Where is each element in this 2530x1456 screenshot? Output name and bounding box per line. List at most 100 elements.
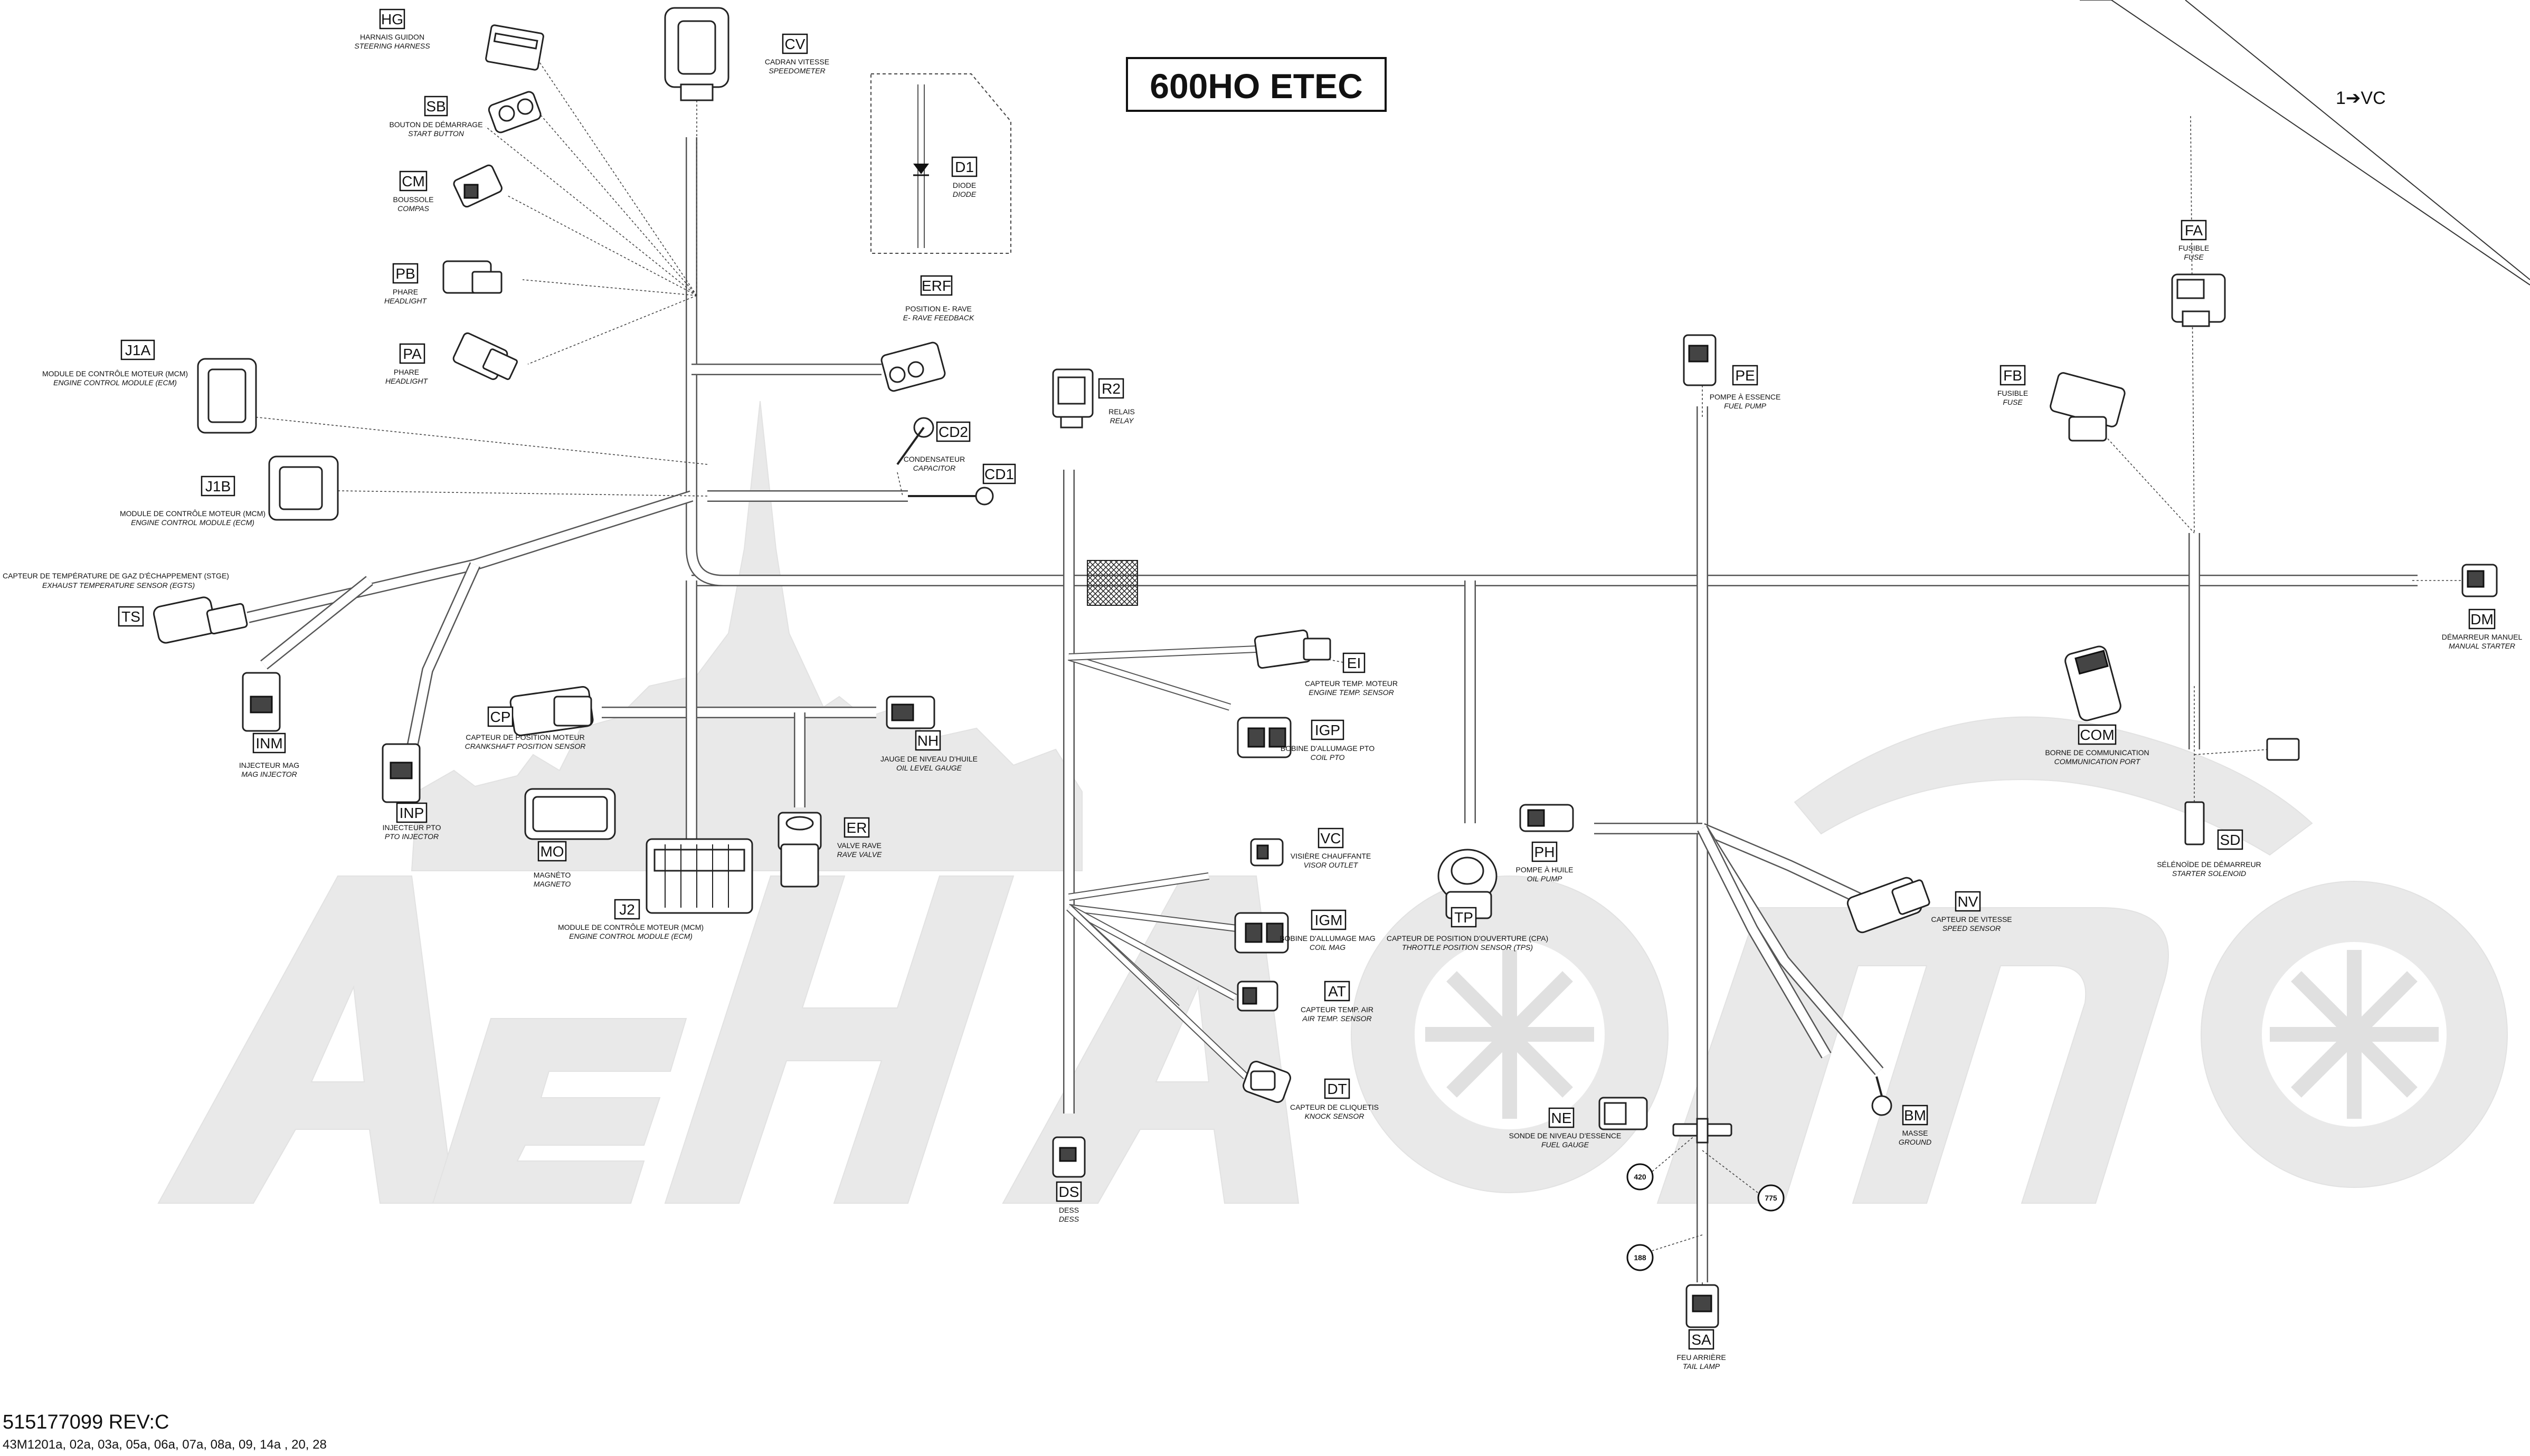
code-erf: ERF — [922, 278, 951, 294]
connector-nh-icon — [886, 696, 935, 729]
connector-vc-icon — [1250, 838, 1284, 867]
code-cv: CV — [785, 36, 806, 52]
label-tp: TP CAPTEUR DE POSITION D'OUVERTURE (CPA)… — [1387, 907, 1548, 951]
code-mo: MO — [540, 843, 564, 860]
watermark-motorcycle-body — [1794, 716, 2313, 856]
svg-text:FUSIBLE: FUSIBLE — [2178, 244, 2209, 252]
diode-enclosure — [870, 73, 1011, 254]
ref-188: 188 — [1634, 1253, 1646, 1262]
svg-text:SONDE DE NIVEAU D'ESSENCE: SONDE DE NIVEAU D'ESSENCE — [1509, 1131, 1622, 1140]
connector-inp-icon — [382, 743, 421, 803]
code-ph: PH — [1534, 844, 1555, 860]
label-cd1: CD1 — [982, 463, 1016, 484]
connector-at-icon — [1237, 981, 1278, 1012]
connector-dt-icon — [1243, 1061, 1291, 1103]
connector-pa-icon — [452, 332, 518, 380]
label-ne: NE SONDE DE NIVEAU D'ESSENCE FUEL GAUGE — [1509, 1107, 1622, 1149]
label-igp: IGP BOBINE D'ALLUMAGE PTO COIL PTO — [1281, 719, 1375, 762]
svg-text:TAIL LAMP: TAIL LAMP — [1683, 1362, 1720, 1371]
code-bm: BM — [1904, 1107, 1926, 1124]
label-sa: SA FEU ARRIÈRE TAIL LAMP — [1676, 1329, 1726, 1371]
svg-text:START BUTTON: START BUTTON — [408, 129, 465, 138]
connector-pb-icon — [442, 260, 503, 294]
illustration-list: 43M1201a, 02a, 03a, 05a, 06a, 07a, 08a, … — [3, 1438, 327, 1452]
svg-text:SÉLÉNOÏDE DE DÉMARREUR: SÉLÉNOÏDE DE DÉMARREUR — [2157, 860, 2261, 869]
fuel-passthrough-icon — [1672, 1118, 1732, 1144]
svg-text:RELAIS: RELAIS — [1108, 407, 1135, 416]
connector-fb-icon — [2050, 372, 2126, 442]
svg-text:MODULE DE CONTRÔLE MOTEUR (MCM: MODULE DE CONTRÔLE MOTEUR (MCM) — [120, 509, 266, 518]
code-fa: FA — [2185, 222, 2203, 239]
label-cv: CV CADRAN VITESSE SPEEDOMETER — [765, 33, 829, 75]
svg-text:CAPTEUR DE POSITION MOTEUR: CAPTEUR DE POSITION MOTEUR — [466, 733, 585, 741]
label-erf: ERF POSITION E- RAVE E- RAVE FEEDBACK — [903, 275, 974, 322]
connector-erf-icon — [880, 341, 946, 392]
vc-reference: 1➔VC — [2080, 0, 2530, 286]
svg-text:E- RAVE FEEDBACK: E- RAVE FEEDBACK — [903, 313, 974, 322]
label-r2: R2 RELAIS RELAY — [1098, 378, 1135, 425]
code-ei: EI — [1347, 655, 1361, 671]
label-j1a: J1A MODULE DE CONTRÔLE MOTEUR (MCM) ENGI… — [42, 339, 188, 387]
label-at: AT CAPTEUR TEMP. AIR AIR TEMP. SENSOR — [1301, 981, 1373, 1023]
connector-cv-icon — [664, 7, 729, 101]
connector-dm-icon — [2461, 564, 2498, 597]
code-igp: IGP — [1315, 722, 1340, 738]
svg-text:PHARE: PHARE — [394, 368, 419, 376]
svg-text:DIODE: DIODE — [953, 181, 976, 189]
svg-text:EXHAUST TEMPERATURE SENSOR (EG: EXHAUST TEMPERATURE SENSOR (EGTS) — [42, 581, 195, 589]
svg-text:BOUTON DE DÉMARRAGE: BOUTON DE DÉMARRAGE — [389, 120, 482, 129]
svg-text:JAUGE DE NIVEAU D'HUILE: JAUGE DE NIVEAU D'HUILE — [880, 755, 978, 763]
reference-circles: 420 775 188 — [1626, 1163, 1785, 1271]
svg-text:CAPTEUR DE POSITION D'OUVERTUR: CAPTEUR DE POSITION D'OUVERTURE (CPA) — [1387, 934, 1548, 943]
code-nv: NV — [1958, 893, 1978, 910]
svg-text:MASSE: MASSE — [1902, 1129, 1928, 1137]
connector-inm-icon — [242, 672, 281, 732]
code-hg: HG — [381, 11, 403, 27]
svg-text:RAVE VALVE: RAVE VALVE — [837, 850, 882, 859]
connector-r2-icon — [1052, 368, 1094, 429]
svg-text:SPEED SENSOR: SPEED SENSOR — [1942, 924, 2001, 932]
code-cm: CM — [402, 173, 425, 189]
label-inp: INP INJECTEUR PTO PTO INJECTOR — [383, 802, 441, 841]
code-at: AT — [1328, 983, 1346, 1000]
svg-text:CADRAN VITESSE: CADRAN VITESSE — [765, 58, 829, 66]
connector-j2-icon — [646, 838, 753, 914]
diode-icon — [913, 164, 929, 174]
label-dm: DM DÉMARREUR MANUEL MANUAL STARTER — [2442, 608, 2522, 650]
label-ts: CAPTEUR DE TEMPÉRATURE DE GAZ D'ÉCHAPPEM… — [3, 572, 229, 627]
label-hg: HG HARNAIS GUIDON STEERING HARNESS — [354, 8, 430, 50]
connector-sa-icon — [1685, 1284, 1719, 1328]
svg-text:ENGINE CONTROL MODULE (ECM): ENGINE CONTROL MODULE (ECM) — [569, 932, 693, 940]
connector-j1a-icon — [197, 358, 257, 434]
svg-text:CAPTEUR DE CLIQUETIS: CAPTEUR DE CLIQUETIS — [1290, 1103, 1379, 1111]
svg-text:FUSE: FUSE — [2184, 253, 2204, 261]
connector-ph-icon — [1519, 804, 1574, 832]
label-dt: DT CAPTEUR DE CLIQUETIS KNOCK SENSOR — [1290, 1078, 1379, 1120]
svg-text:PHARE: PHARE — [393, 288, 418, 296]
connector-er-icon — [778, 812, 822, 888]
connector-cp-icon — [509, 686, 594, 737]
svg-text:CONDENSATEUR: CONDENSATEUR — [904, 455, 965, 463]
connector-pe-icon — [1683, 334, 1717, 386]
svg-text:DIODE: DIODE — [953, 190, 977, 198]
svg-text:POMPE À ESSENCE: POMPE À ESSENCE — [1710, 393, 1781, 401]
code-sb: SB — [426, 98, 446, 115]
svg-text:GROUND: GROUND — [1899, 1138, 1931, 1146]
label-mo: MO MAGNÉTO MAGNETO — [534, 841, 571, 888]
connector-mo-icon — [524, 788, 616, 840]
code-dt: DT — [1327, 1081, 1347, 1097]
diagram-title: 600HO ETEC — [1126, 57, 1387, 112]
watermark-letter-e — [432, 1018, 687, 1204]
svg-text:CAPTEUR DE TEMPÉRATURE DE GAZ: CAPTEUR DE TEMPÉRATURE DE GAZ D'ÉCHAPPEM… — [3, 572, 229, 580]
svg-text:BOUSSOLE: BOUSSOLE — [393, 195, 433, 204]
code-d1: D1 — [955, 159, 974, 175]
svg-text:FUSIBLE: FUSIBLE — [1997, 389, 2028, 397]
watermark-letter-h — [664, 875, 1015, 1204]
code-nh: NH — [917, 732, 939, 749]
svg-text:CAPTEUR TEMP. AIR: CAPTEUR TEMP. AIR — [1301, 1005, 1373, 1014]
code-fb: FB — [2003, 367, 2022, 384]
label-sd: SD SÉLÉNOÏDE DE DÉMARREUR STARTER SOLENO… — [2157, 829, 2261, 878]
code-inm: INM — [255, 735, 282, 751]
connector-fa-icon — [2171, 273, 2226, 327]
code-pa: PA — [403, 346, 422, 362]
